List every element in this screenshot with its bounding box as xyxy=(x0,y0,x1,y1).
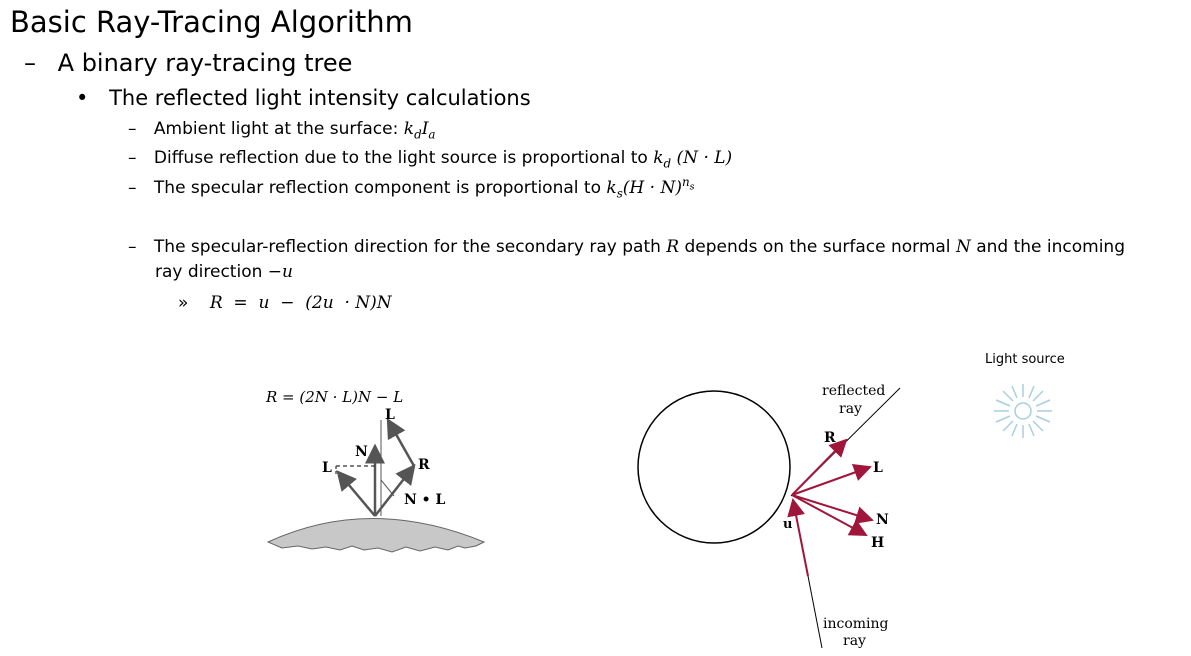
level1-text: A binary ray-tracing tree xyxy=(57,49,353,77)
label-NdotL: N • L xyxy=(404,492,446,508)
dash-marker: – xyxy=(128,237,137,257)
direction-item-line2: ray direction −u xyxy=(155,262,293,282)
level1-bullet: – A binary ray-tracing tree xyxy=(24,48,352,78)
slide-title: Basic Ray-Tracing Algorithm xyxy=(10,5,413,39)
dash-marker: – xyxy=(24,49,36,77)
L-ray-arrow xyxy=(791,463,872,496)
label-N: N xyxy=(355,444,368,460)
label-N-right: N xyxy=(876,512,889,528)
sun-icon xyxy=(994,384,1052,438)
label-R-right: R xyxy=(824,430,836,446)
R-ray-arrow xyxy=(791,438,848,496)
H-ray-arrow xyxy=(791,494,868,536)
specular-math: ks(H · N)ns xyxy=(606,175,695,201)
dash-marker: – xyxy=(128,119,137,139)
ambient-text: Ambient light at the surface: xyxy=(153,119,404,139)
N-ray-arrow xyxy=(791,494,874,524)
level2-text: The reflected light intensity calculatio… xyxy=(109,86,531,110)
label-L-right: L xyxy=(873,460,883,476)
ambient-math: kdIa xyxy=(403,119,436,142)
dash-marker: – xyxy=(128,178,137,198)
dot-marker: • xyxy=(76,86,89,110)
level2-bullet: • The reflected light intensity calculat… xyxy=(76,85,531,111)
specular-item: – The specular reflection component is p… xyxy=(128,175,695,201)
diffuse-item: – Diffuse reflection due to the light so… xyxy=(128,147,732,169)
left-reflection-diagram xyxy=(266,417,486,553)
label-reflected-ray: ray xyxy=(839,401,862,417)
label-incoming-ray: ray xyxy=(843,633,866,649)
incoming-ray-line xyxy=(807,575,823,649)
incoming-ray-arrow xyxy=(787,498,809,577)
chevron-marker: » xyxy=(178,293,189,313)
surface-shape xyxy=(266,518,486,553)
label-incoming: incoming xyxy=(823,616,889,632)
right-sphere-diagram xyxy=(637,387,901,649)
label-u: u xyxy=(783,517,793,532)
light-source-label: Light source xyxy=(985,352,1065,367)
label-R: R xyxy=(418,457,430,473)
label-reflected: reflected xyxy=(822,383,886,399)
diffuse-text: Diffuse reflection due to the light sour… xyxy=(153,148,654,168)
label-H-right: H xyxy=(871,535,885,551)
top-light-arrow xyxy=(386,417,416,467)
dash-marker: – xyxy=(128,148,137,168)
label-L-left: L xyxy=(322,460,332,476)
sphere-outline xyxy=(637,390,791,544)
direction-item: – The specular-reflection direction for … xyxy=(128,237,1125,257)
label-L-top: L xyxy=(385,407,395,423)
left-diagram-formula: R = (2N · L)N − L xyxy=(266,388,404,406)
formula-item: » R = u − (2u · N)N xyxy=(178,292,392,314)
light-vector-arrow xyxy=(336,470,376,517)
diffuse-math: kd (N · L) xyxy=(653,148,733,171)
reflection-formula: R = u − (2u · N)N xyxy=(209,293,392,313)
ambient-item: – Ambient light at the surface: kdIa xyxy=(128,118,436,140)
specular-text: The specular reflection component is pro… xyxy=(153,178,607,198)
